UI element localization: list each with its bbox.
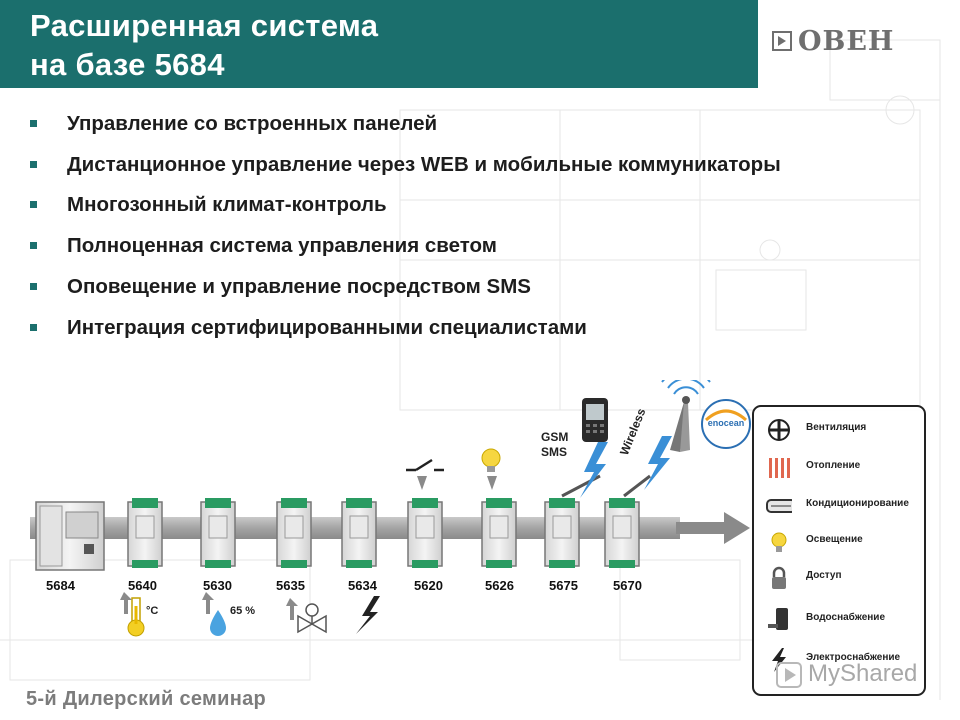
- controller-5684: [35, 501, 105, 571]
- bullet-square-icon: [30, 161, 37, 168]
- watermark-icon: [776, 662, 802, 688]
- bullet-square-icon: [30, 242, 37, 249]
- device-label-5670: 5670: [613, 578, 642, 593]
- lock-icon: [772, 566, 786, 589]
- brand-logo: ОВЕН: [772, 26, 912, 57]
- module-5640: [127, 498, 163, 568]
- temperature-unit: °C: [146, 605, 159, 617]
- device-label-5675: 5675: [549, 578, 578, 593]
- legend-item: Электроснабжение: [754, 645, 924, 675]
- watermark-text: MyShared: [808, 660, 918, 687]
- mobile-phone-icon: [582, 398, 608, 442]
- feature-item: Интеграция сертифицированными специалист…: [30, 314, 810, 342]
- bullet-square-icon: [30, 201, 37, 208]
- legend-item: Отопление: [754, 453, 924, 483]
- legend-item: Вентиляция: [754, 415, 924, 445]
- feature-item: Управление со встроенных панелей: [30, 110, 810, 138]
- flow-arrow-icon: [676, 512, 750, 544]
- device-label-5620: 5620: [414, 578, 443, 593]
- module-5620: [407, 498, 443, 568]
- light-switch-icon: [406, 458, 444, 472]
- slide-title: Расширенная система на базе 5684: [30, 8, 379, 82]
- light-bulb-icon: [481, 448, 501, 472]
- legend-panel: Вентиляция Отопление Кондиционирование О…: [752, 405, 926, 696]
- feature-item: Многозонный климат-контроль: [30, 191, 810, 219]
- logo-arrow-icon: [772, 31, 792, 51]
- power-icon: [772, 648, 786, 672]
- air-conditioner-icon: [766, 499, 792, 513]
- module-5670: [604, 498, 640, 568]
- logo-text: ОВЕН: [798, 26, 895, 57]
- device-label-5635: 5635: [276, 578, 305, 593]
- feature-item: Оповещение и управление посредством SMS: [30, 273, 810, 301]
- lightning-icon: [356, 596, 380, 634]
- water-drop-icon: [202, 592, 226, 636]
- footer-caption: 5-й Дилерский семинар: [26, 688, 267, 710]
- system-diagram: enocean: [30, 380, 751, 637]
- enocean-badge-icon: enocean: [701, 399, 751, 449]
- gsm-sms-label: GSM SMS: [541, 430, 569, 459]
- legend-item: Водоснабжение: [754, 605, 924, 635]
- module-5626: [481, 498, 517, 568]
- feature-item: Дистанционное управление через WEB и моб…: [30, 151, 810, 179]
- device-label-5626: 5626: [485, 578, 514, 593]
- module-5675: [544, 498, 580, 568]
- lightbulb-icon: [771, 532, 787, 552]
- water-pipe-icon: [768, 608, 788, 630]
- module-5635: [276, 498, 312, 568]
- bullet-square-icon: [30, 324, 37, 331]
- device-label-5634: 5634: [348, 578, 377, 593]
- wireless-signal-icon: [644, 436, 672, 490]
- radio-tower-icon: [661, 380, 711, 452]
- device-label-5640: 5640: [128, 578, 157, 593]
- gsm-signal-icon: [580, 442, 608, 498]
- bullet-square-icon: [30, 283, 37, 290]
- device-label-5630: 5630: [203, 578, 232, 593]
- valve-icon: [286, 598, 327, 634]
- bullet-square-icon: [30, 120, 37, 127]
- humidity-value: 65 %: [230, 605, 256, 617]
- module-5634: [341, 498, 377, 568]
- module-5630: [200, 498, 236, 568]
- device-label-5684: 5684: [46, 578, 75, 593]
- feature-item: Полноценная система управления светом: [30, 232, 810, 260]
- legend-item: Доступ: [754, 563, 924, 593]
- heater-icon: [769, 458, 790, 478]
- title-banner: Расширенная система на базе 5684: [0, 0, 758, 88]
- thermometer-icon: [120, 592, 145, 637]
- feature-list: Управление со встроенных панелей Дистанц…: [30, 110, 810, 355]
- watermark: MyShared: [770, 660, 940, 690]
- legend-item: Кондиционирование: [754, 491, 924, 521]
- fan-icon: [768, 419, 790, 441]
- svg-text:enocean: enocean: [708, 418, 745, 428]
- legend-item: Освещение: [754, 527, 924, 557]
